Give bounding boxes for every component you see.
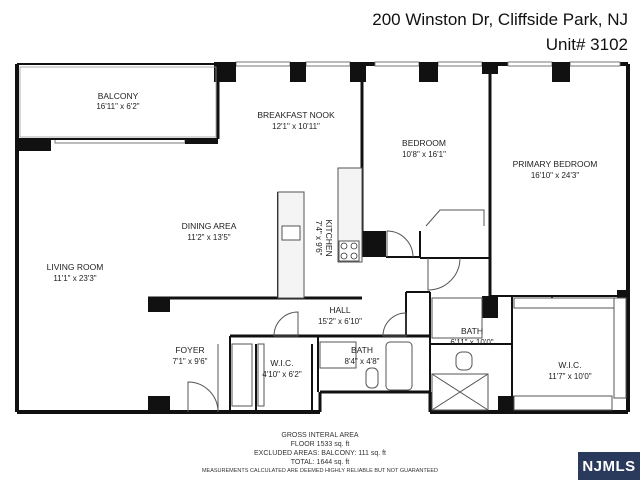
foyer-label: FOYER (175, 345, 204, 355)
bath-fixtures (231, 297, 627, 411)
wic-primary-label: W.I.C. (558, 360, 581, 370)
column-blocks (17, 62, 628, 412)
primary-bedroom-label: PRIMARY BEDROOM (513, 159, 598, 169)
windows (54, 61, 621, 144)
doors (187, 209, 485, 413)
room-labels: BALCONY 16'11" x 6'2" BREAKFAST NOOK 12'… (47, 91, 598, 381)
dining-area-dims: 11'2" x 13'5" (187, 233, 230, 242)
kitchen-label: KITCHEN (324, 219, 334, 256)
bedroom-dims: 10'8" x 16'1" (402, 150, 446, 159)
balcony-label: BALCONY (98, 91, 139, 101)
address-title: 200 Winston Dr, Cliffside Park, NJ (372, 10, 628, 29)
area-summary-total: TOTAL: 1644 sq. ft (290, 459, 350, 466)
hall-dims: 15'2" x 6'10" (318, 317, 362, 326)
foyer-dims: 7'1" x 9'6" (173, 357, 208, 366)
njmls-logo: NJMLS (578, 452, 640, 480)
stove-burners (340, 242, 358, 260)
area-summary-title: GROSS INTERAL AREA (281, 432, 359, 439)
living-room-dims: 11'1" x 23'3" (53, 274, 96, 283)
balcony-railing (19, 66, 217, 138)
wic-primary-dims: 11'7" x 10'0" (548, 372, 591, 381)
bath-small-dims: 8'4" x 4'8" (345, 357, 380, 366)
bath-main-dims: 6'11" x 10'0" (450, 338, 493, 347)
area-summary-floor: FLOOR 1533 sq. ft (290, 441, 350, 448)
primary-bedroom-dims: 16'10" x 24'3" (531, 171, 579, 180)
living-room-label: LIVING ROOM (47, 262, 104, 272)
balcony-dims: 16'11" x 6'2" (96, 102, 139, 111)
bath-main-label: BATH (461, 326, 483, 336)
dining-area-label: DINING AREA (182, 221, 237, 231)
area-summary-disclaimer: MEASUREMENTS CALCULATED ARE DEEMED HIGHL… (201, 468, 439, 474)
kitchen-dims: 7'4" x 9'6" (314, 221, 323, 256)
breakfast-nook-dims: 12'1" x 10'11" (272, 122, 320, 131)
wic-small-dims: 4'10" x 6'2" (262, 370, 302, 379)
unit-number: Unit# 3102 (545, 35, 628, 54)
hall-label: HALL (329, 305, 351, 315)
bath-small-label: BATH (351, 345, 373, 355)
bedroom-label: BEDROOM (402, 138, 446, 148)
area-summary: GROSS INTERAL AREA FLOOR 1533 sq. ft EXC… (0, 431, 640, 476)
breakfast-nook-label: BREAKFAST NOOK (257, 110, 335, 120)
area-summary-excluded: EXCLUDED AREAS: BALCONY: 111 sq. ft (253, 450, 386, 457)
wic-small-label: W.I.C. (270, 358, 293, 368)
kitchen-counters (277, 167, 363, 299)
